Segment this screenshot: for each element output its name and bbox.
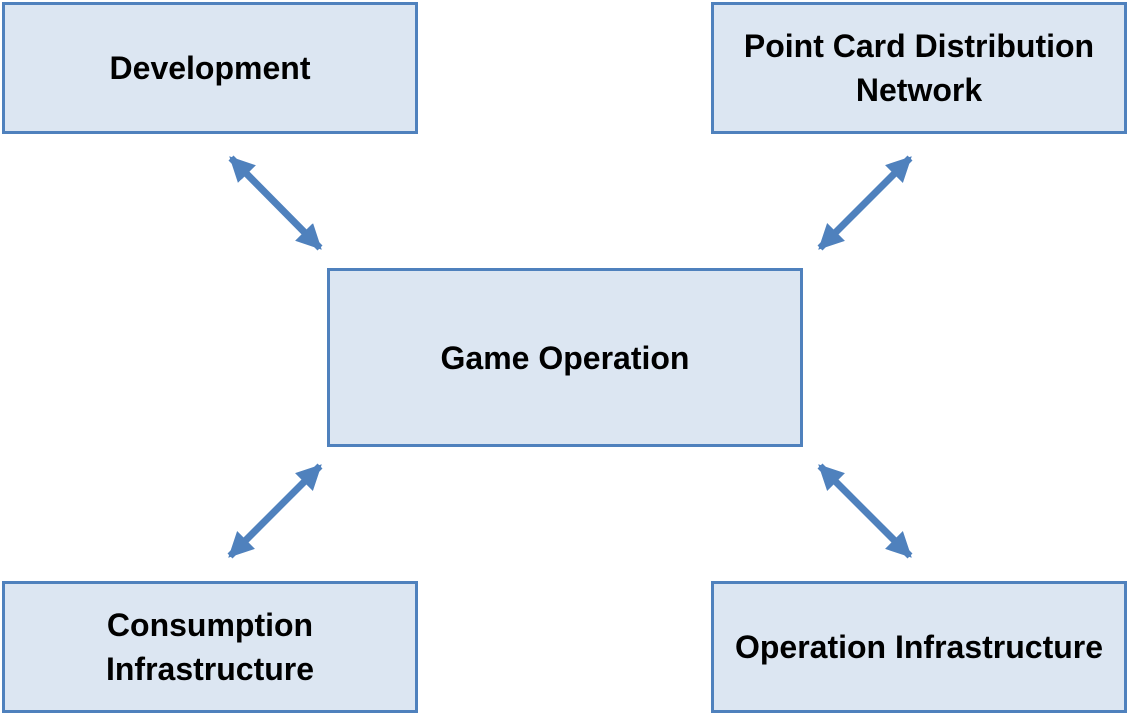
consumption-infrastructure-box: Consumption Infrastructure — [2, 581, 418, 713]
development-box: Development — [2, 2, 418, 134]
point-card-distribution-network-label: Point Card Distribution Network — [743, 28, 1095, 108]
operation-infrastructure-box: Operation Infrastructure — [711, 581, 1127, 713]
game-operation-label: Game Operation — [440, 339, 690, 376]
operation-infrastructure-label: Operation Infrastructure — [734, 629, 1104, 665]
arrow-operation-infra-game-operation — [817, 463, 913, 559]
consumption-infrastructure-label: Consumption Infrastructure — [105, 607, 315, 687]
development-label: Development — [109, 50, 311, 86]
arrow-point-card-game-operation — [817, 155, 913, 251]
point-card-distribution-network-box: Point Card Distribution Network — [711, 2, 1127, 134]
arrow-development-game-operation — [228, 155, 323, 251]
arrow-consumption-game-operation — [227, 463, 323, 559]
game-operation-box: Game Operation — [327, 268, 803, 447]
